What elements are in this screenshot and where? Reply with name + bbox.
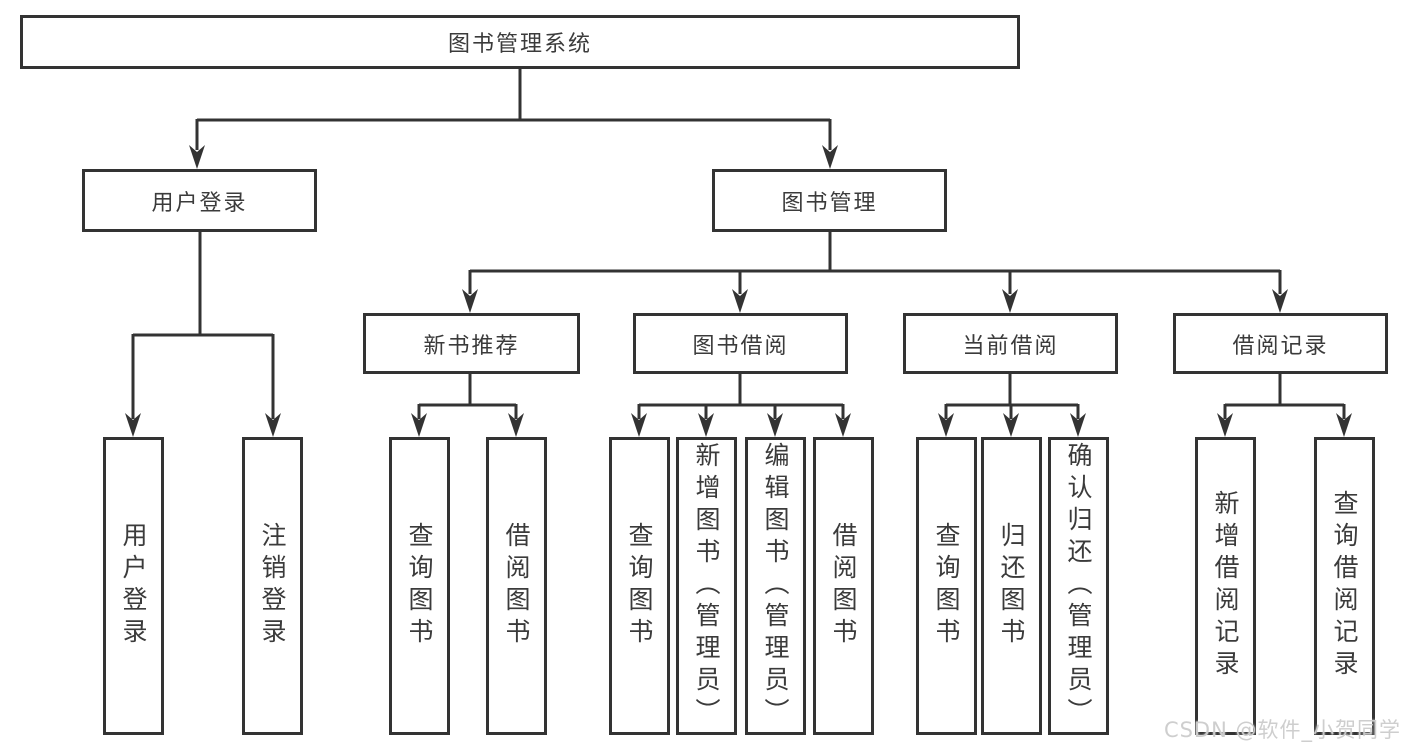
node-book-borrowing: 图书借阅 — [633, 313, 848, 374]
node-label: 查询图书 — [405, 522, 434, 650]
node-label: 注销登录 — [258, 522, 287, 650]
node-borrowing-records: 借阅记录 — [1173, 313, 1388, 374]
node-label: 查询图书 — [932, 522, 961, 650]
csdn-watermark: CSDN @软件_小贺同学 — [1163, 718, 1401, 742]
node-label: 新书推荐 — [423, 333, 520, 359]
leaf-add-borrow-record: 新增借阅记录 — [1195, 437, 1256, 735]
node-new-book-recommend: 新书推荐 — [363, 313, 580, 374]
node-label: 确认归还（管理员） — [1064, 442, 1093, 730]
node-label: 图书管理系统 — [447, 32, 592, 57]
leaf-add-books-admin: 新增图书（管理员） — [676, 437, 737, 735]
leaf-user-login: 用户登录 — [103, 437, 164, 735]
node-label: 用户登录 — [151, 190, 248, 216]
leaf-query-borrow-record: 查询借阅记录 — [1314, 437, 1375, 735]
leaf-query-books-current: 查询图书 — [916, 437, 977, 735]
node-label: 归还图书 — [997, 522, 1026, 650]
node-label: 图书借阅 — [692, 333, 789, 359]
node-library-system: 图书管理系统 — [20, 15, 1020, 69]
node-current-borrowing: 当前借阅 — [903, 313, 1118, 374]
leaf-query-books-recommend: 查询图书 — [389, 437, 450, 735]
leaf-return-books: 归还图书 — [981, 437, 1042, 735]
node-label: 借阅记录 — [1232, 333, 1329, 359]
node-book-management: 图书管理 — [712, 169, 947, 232]
connector-path — [131, 67, 1346, 419]
leaf-logout: 注销登录 — [242, 437, 303, 735]
node-label: 编辑图书（管理员） — [761, 442, 790, 730]
leaf-borrow-books: 借阅图书 — [813, 437, 874, 735]
node-label: 新增借阅记录 — [1211, 490, 1240, 682]
node-label: 借阅图书 — [829, 522, 858, 650]
leaf-edit-books-admin: 编辑图书（管理员） — [745, 437, 806, 735]
node-label: 借阅图书 — [502, 522, 531, 650]
leaf-borrow-books-recommend: 借阅图书 — [486, 437, 547, 735]
node-label: 用户登录 — [119, 522, 148, 650]
node-label: 查询图书 — [625, 522, 654, 650]
node-user-login: 用户登录 — [82, 169, 317, 232]
leaf-confirm-return-admin: 确认归还（管理员） — [1048, 437, 1109, 735]
leaf-query-books-borrowing: 查询图书 — [609, 437, 670, 735]
node-label: 查询借阅记录 — [1330, 490, 1359, 682]
node-label: 当前借阅 — [962, 333, 1059, 359]
node-label: 新增图书（管理员） — [692, 442, 721, 730]
node-label: 图书管理 — [781, 190, 878, 216]
